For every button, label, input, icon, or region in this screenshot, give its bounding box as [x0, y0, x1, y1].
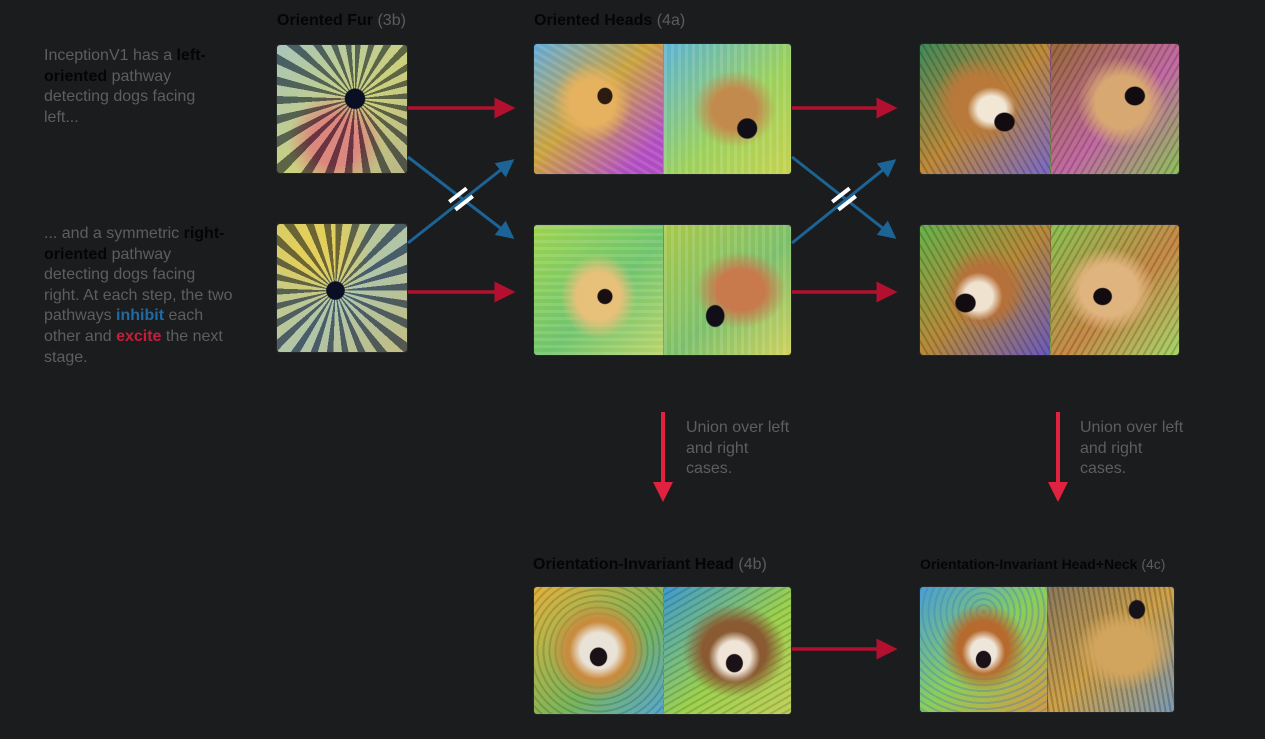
- 4b-invariant-image: [534, 587, 791, 714]
- right-oriented-label: right-oriented: [44, 225, 225, 263]
- 4b-right-image: [920, 225, 1179, 355]
- intro-left-part2: pathway detecting dogs facing left...: [44, 67, 196, 126]
- union-note-4c: Union over left and right cases.: [1080, 419, 1184, 478]
- fur-right-image: [277, 224, 407, 352]
- 4c-invariant-image: [920, 587, 1174, 712]
- oriented-fur-layer: (3b): [377, 12, 406, 29]
- inhibit-arrow-heads-up: [791, 159, 897, 245]
- intro-left-part1: InceptionV1 has a: [44, 47, 177, 64]
- oriented-heads-layer: (4a): [656, 12, 686, 29]
- invariant-neck-title: Orientation-Invariant Head+Neck (4c): [920, 556, 1165, 572]
- inhibit-label: inhibit: [116, 307, 165, 325]
- invariant-head-title: Orientation-Invariant Head (4b): [533, 556, 767, 574]
- intro-right-text: ... and a symmetric right-oriented pathw…: [44, 224, 234, 368]
- intro-right-part3: each other and: [44, 307, 204, 345]
- oriented-heads-name: Oriented Heads: [534, 12, 653, 29]
- invariant-head-layer: (4b): [738, 556, 767, 573]
- excite-label: excite: [116, 327, 162, 345]
- intro-left-text: InceptionV1 has a left-oriented pathway …: [44, 46, 234, 128]
- left-oriented-label: left-oriented: [44, 47, 206, 85]
- 4b-left-image: [920, 44, 1179, 174]
- inhibit-symbol-1: [448, 186, 474, 212]
- oriented-fur-name: Oriented Fur: [277, 12, 374, 29]
- heads-left-image: [534, 44, 791, 174]
- inhibit-arrow-fur-down: [407, 155, 515, 239]
- inhibit-symbol-2: [831, 186, 857, 212]
- fur-left-image: [277, 45, 407, 173]
- heads-right-image: [534, 225, 791, 355]
- intro-right-part2: pathway detecting dogs facing right. At …: [44, 245, 233, 325]
- intro-right-part4: the next stage.: [44, 327, 223, 366]
- invariant-neck-layer: (4c): [1141, 556, 1166, 572]
- invariant-neck-name: Orientation-Invariant Head+Neck: [920, 556, 1138, 572]
- oriented-heads-title: Oriented Heads (4a): [534, 12, 685, 30]
- inhibit-arrow-heads-down: [791, 155, 897, 239]
- intro-right-part1: ... and a symmetric: [44, 225, 184, 242]
- oriented-fur-title: Oriented Fur (3b): [277, 12, 406, 30]
- inhibit-arrow-fur-up: [407, 159, 515, 245]
- invariant-head-name: Orientation-Invariant Head: [533, 556, 734, 573]
- union-note-4b: Union over left and right cases.: [686, 419, 790, 478]
